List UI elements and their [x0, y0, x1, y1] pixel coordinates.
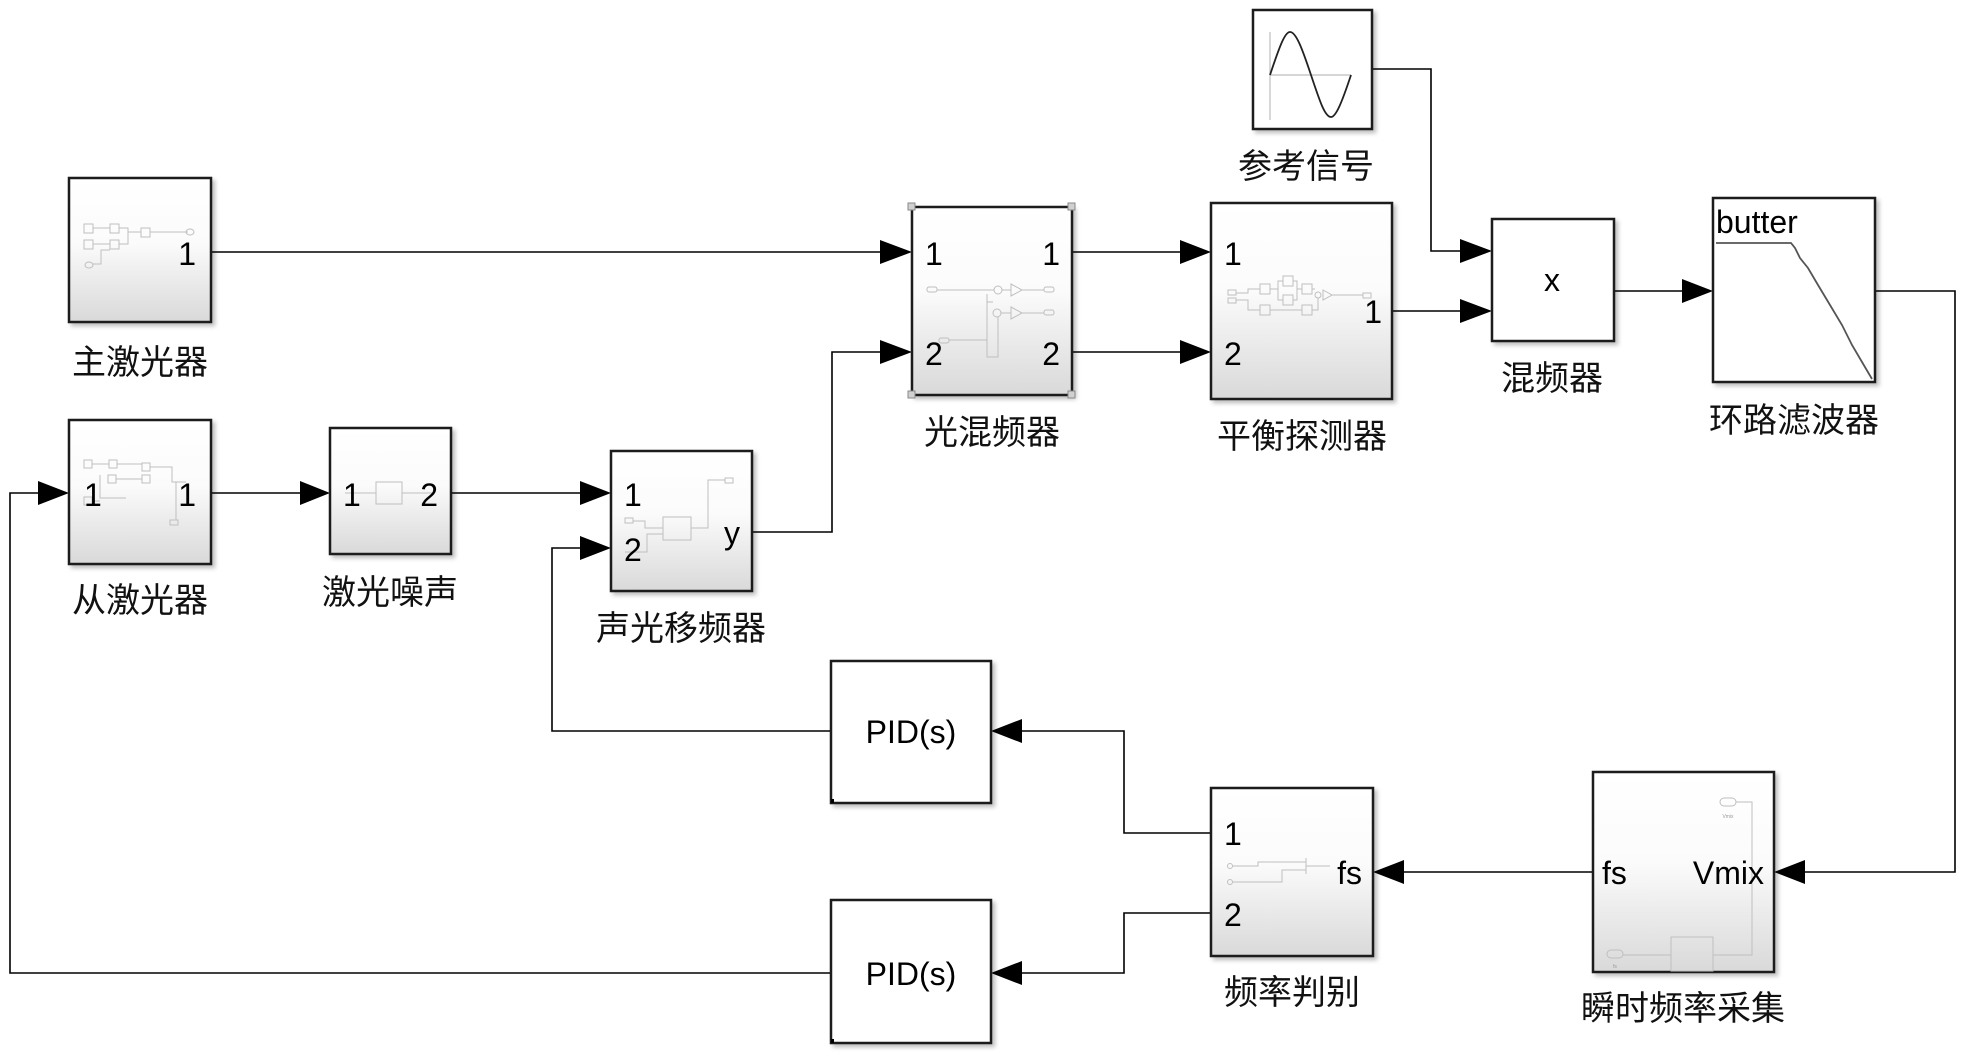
port-in2: 2: [1224, 336, 1242, 372]
port-out1: 1: [178, 236, 196, 272]
port-out1: 1: [178, 477, 196, 513]
port-in1: 1: [343, 477, 361, 513]
arrow-icon: [991, 719, 1022, 743]
selection-handles[interactable]: [907, 202, 1076, 399]
port-out1: 1: [1042, 236, 1060, 272]
port-out-fs: fs: [1602, 855, 1627, 891]
arrow-icon: [1373, 860, 1404, 884]
optical-mixer-label: 光混频器: [924, 413, 1060, 453]
subsystem-preview-icon: [1606, 797, 1753, 972]
port-in1: 1: [84, 477, 102, 513]
arrow-icon: [1682, 279, 1713, 303]
wire-filter-to-instfreq[interactable]: [1805, 290, 1956, 873]
slave-laser-label: 从激光器: [72, 581, 208, 621]
inst-freq-block[interactable]: Vmix fs fs Vmix: [1591, 770, 1776, 974]
laser-noise-block[interactable]: 1 2: [328, 426, 453, 556]
arrow-icon: [1460, 299, 1492, 323]
loop-filter-label: 环路滤波器: [1709, 401, 1879, 441]
balanced-detector-block[interactable]: 1 2 1: [1209, 201, 1394, 401]
port-in1: 1: [624, 477, 642, 513]
multiply-symbol: x: [1544, 262, 1560, 298]
optical-mixer-block[interactable]: 1 2 1 2: [907, 202, 1076, 399]
wire-pid1-to-aom[interactable]: [551, 547, 831, 732]
port-in2: 2: [925, 336, 943, 372]
port-in-vmix: Vmix: [1693, 855, 1764, 891]
pid-controller-1-block[interactable]: PID(s): [829, 659, 993, 805]
inst-freq-label: 瞬时频率采集: [1581, 989, 1785, 1029]
arrow-icon: [1180, 340, 1211, 364]
freq-disc-block[interactable]: 1 2 fs: [1209, 786, 1375, 958]
port-in2: 2: [624, 532, 642, 568]
wire-freqdisc2-to-pid2[interactable]: [1022, 912, 1211, 974]
arrow-icon: [38, 481, 69, 505]
port-out1: 1: [1224, 816, 1242, 852]
arrow-icon: [300, 481, 330, 505]
arrowheads: [38, 239, 1805, 985]
arrow-icon: [580, 536, 611, 560]
inner-port-vmix: Vmix: [1722, 814, 1734, 820]
subsystem-preview-icon: [624, 477, 734, 553]
port-out-y: y: [724, 515, 740, 551]
port-in1: 1: [925, 236, 943, 272]
freq-disc-label: 频率判别: [1224, 973, 1360, 1013]
arrow-icon: [580, 481, 611, 505]
balanced-detector-label: 平衡探测器: [1217, 417, 1387, 457]
sine-wave-icon: [1269, 31, 1352, 120]
pid-controller-2-block[interactable]: PID(s): [829, 898, 993, 1045]
mixer-block[interactable]: x: [1490, 217, 1616, 343]
slave-laser-block[interactable]: 1 1: [67, 418, 213, 566]
port-out1: 2: [420, 477, 438, 513]
arrow-icon: [1774, 860, 1805, 884]
subsystem-preview-icon: [83, 459, 186, 526]
lowpass-response-icon: [1716, 242, 1873, 380]
arrow-icon: [991, 961, 1022, 985]
subsystem-preview-icon: [926, 283, 1055, 358]
laser-noise-label: 激光噪声: [322, 573, 458, 613]
pid-text: PID(s): [866, 714, 957, 750]
subsystem-preview-icon: [83, 223, 195, 269]
inner-port-fs: fs: [1613, 964, 1617, 970]
wire-aom-to-optical-mixer[interactable]: [752, 351, 880, 533]
reference-signal-block[interactable]: [1251, 8, 1374, 131]
wire-pid2-to-slave[interactable]: [9, 492, 831, 974]
subsystem-preview-icon: [1227, 275, 1372, 316]
subsystem-preview-icon: [1227, 858, 1330, 885]
wire-freqdisc1-to-pid1[interactable]: [1022, 730, 1211, 834]
reference-signal-label: 参考信号: [1238, 147, 1374, 187]
port-out2: 2: [1042, 336, 1060, 372]
port-out1: 1: [1364, 294, 1382, 330]
wire-reference-to-mixer[interactable]: [1372, 68, 1460, 252]
signal-lines: [9, 68, 1956, 974]
master-laser-block[interactable]: 1: [67, 176, 213, 324]
master-laser-label: 主激光器: [72, 343, 208, 383]
pid-text: PID(s): [866, 956, 957, 992]
arrow-icon: [1180, 240, 1211, 264]
arrow-icon: [1460, 239, 1492, 263]
port-out2: 2: [1224, 897, 1242, 933]
arrow-icon: [880, 240, 912, 264]
corner-marker: [831, 799, 834, 803]
aom-shifter-label: 声光移频器: [596, 609, 766, 649]
aom-shifter-block[interactable]: 1 2 y: [609, 449, 754, 593]
mixer-label: 混频器: [1501, 359, 1603, 399]
corner-marker: [831, 1039, 834, 1043]
arrow-icon: [880, 340, 912, 364]
loop-filter-block[interactable]: butter: [1711, 196, 1877, 384]
subsystem-preview-icon: [345, 481, 432, 505]
port-in1: 1: [1224, 236, 1242, 272]
port-in-fs: fs: [1337, 855, 1362, 891]
filter-type-text: butter: [1716, 204, 1798, 240]
